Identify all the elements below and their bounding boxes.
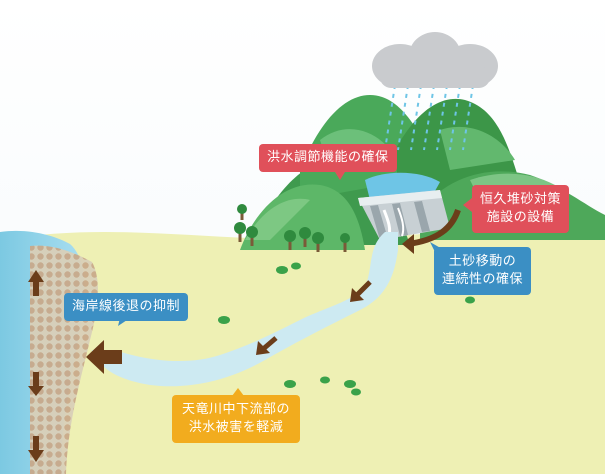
- label-sediment-continuity-line2: 連続性の確保: [442, 272, 524, 287]
- callout-tail-sediment-facility: [463, 198, 472, 212]
- label-sediment-continuity: 土砂移動の 連続性の確保: [434, 247, 532, 295]
- label-sediment-continuity-line1: 土砂移動の: [448, 254, 517, 269]
- label-sediment-facility: 恒久堆砂対策 施設の設備: [472, 185, 570, 233]
- label-flood-control: 洪水調節機能の確保: [259, 144, 397, 172]
- tree-icon: [234, 204, 350, 252]
- label-flood-reduction-line1: 天竜川中下流部の: [182, 402, 291, 417]
- arrow-icon: [28, 208, 461, 462]
- bushes: [218, 262, 475, 396]
- label-coast-erosion-text: 海岸線後退の抑制: [72, 299, 181, 314]
- label-flood-reduction-line2: 洪水被害を軽減: [188, 420, 284, 435]
- dam-icon: [358, 190, 450, 240]
- callout-tail-flood-control: [335, 172, 345, 180]
- rain-cloud-icon: [372, 32, 498, 88]
- label-flood-control-text: 洪水調節機能の確保: [267, 150, 389, 165]
- label-flood-reduction: 天竜川中下流部の 洪水被害を軽減: [172, 395, 301, 443]
- label-coast-erosion: 海岸線後退の抑制: [64, 293, 189, 321]
- label-sediment-facility-line2: 施設の設備: [486, 210, 555, 225]
- river: [92, 232, 398, 387]
- rain: [384, 84, 474, 151]
- label-sediment-facility-line1: 恒久堆砂対策: [480, 192, 562, 207]
- callout-tail-flood-reduction: [232, 388, 244, 396]
